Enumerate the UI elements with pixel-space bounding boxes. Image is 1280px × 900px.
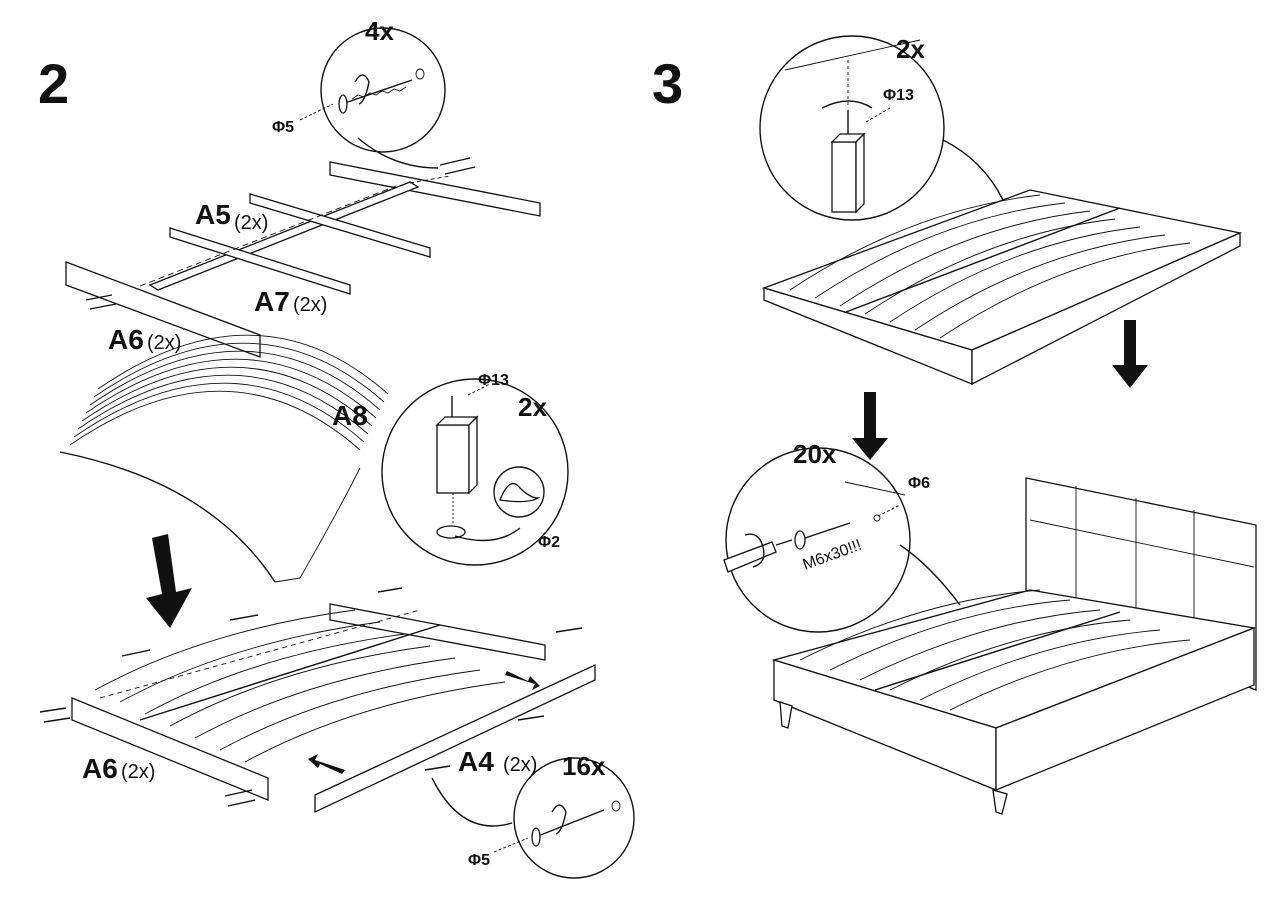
part-a6-count-bottom: (2x) <box>121 761 155 783</box>
leg-detail-bubble-step3 <box>759 35 1004 221</box>
leg-pad-diameter: Φ2 <box>538 534 560 551</box>
part-a6-label-bottom: A6 <box>82 753 118 784</box>
bolt-icon <box>794 514 881 550</box>
leg-diameter-top: Φ13 <box>478 372 509 389</box>
assembled-bed <box>771 477 1257 815</box>
bolt-icon <box>85 157 476 310</box>
part-a7-label: A7 <box>254 286 290 317</box>
push-arrow-icon <box>505 671 540 690</box>
bolt-icon <box>531 800 621 847</box>
screw-size-warning: M6x30!!! <box>801 537 864 574</box>
top-bolt-diameter: Φ5 <box>272 119 294 136</box>
part-a5-count: (2x) <box>234 212 268 234</box>
part-a4-count: (2x) <box>503 754 537 776</box>
step3-leg-qty: 2x <box>896 34 925 64</box>
part-a6-label-top: A6 <box>108 324 144 355</box>
bottom-bolt-qty: 16x <box>562 751 606 781</box>
screw-diameter: Φ6 <box>908 475 930 492</box>
bolt-detail-bubble-bottom <box>431 757 635 879</box>
slatted-frame-step3 <box>761 189 1243 386</box>
down-arrow-icon <box>1112 320 1148 388</box>
push-arrow-icon <box>308 754 345 774</box>
bolt-icon <box>338 68 425 114</box>
top-bolt-qty: 4x <box>365 16 394 46</box>
slats-a8 <box>59 334 389 583</box>
rotation-icon <box>744 533 765 568</box>
slatted-frame-step2 <box>39 587 596 814</box>
part-a5-label: A5 <box>195 199 231 230</box>
down-arrow-icon <box>852 392 888 460</box>
leg-qty: 2x <box>518 392 547 422</box>
bottom-bolt-diameter: Φ5 <box>468 852 490 869</box>
step-3-number: 3 <box>652 52 683 115</box>
leg-detail-bubble <box>381 378 569 566</box>
step-2-number: 2 <box>38 52 69 115</box>
leader-line <box>357 137 439 169</box>
rotation-icon <box>551 804 567 835</box>
part-a7-count: (2x) <box>293 294 327 316</box>
step3-leg-diameter: Φ13 <box>883 87 914 104</box>
bolt-detail-bubble-top <box>299 27 446 153</box>
frame-assembly-a5-a6-a7 <box>65 157 541 358</box>
part-a4-label: A4 <box>458 746 494 777</box>
wrench-icon <box>723 539 793 573</box>
down-arrow-icon <box>146 534 192 628</box>
rotation-icon <box>354 74 370 105</box>
bolt-icon <box>39 587 583 807</box>
part-a6-count-top: (2x) <box>147 332 181 354</box>
screw-detail-bubble <box>723 447 961 633</box>
part-a8-label: A8 <box>332 400 368 431</box>
screw-qty: 20x <box>793 439 837 469</box>
